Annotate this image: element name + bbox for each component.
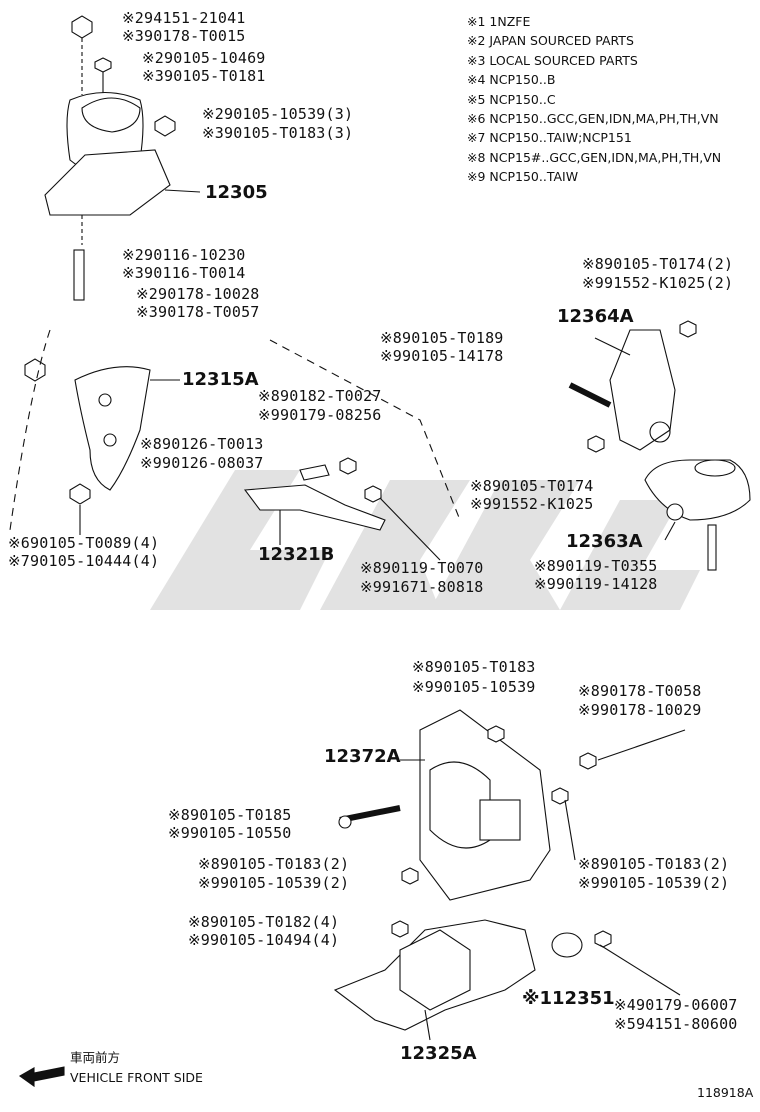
- part-number: ※890105-T0189: [380, 329, 504, 347]
- part-number: ※890105-T0174(2): [582, 255, 734, 273]
- part-number: ※990105-14178: [380, 347, 504, 365]
- part-number: ※890105-T0185: [168, 806, 292, 824]
- part-number: ※990119-14128: [534, 575, 658, 593]
- part-number: ※390105-T0183(3): [202, 124, 354, 142]
- legend-item: ※5 NCP150..C: [467, 91, 556, 107]
- legend-item: ※2 JAPAN SOURCED PARTS: [467, 33, 634, 49]
- part-number: ※112351: [522, 988, 615, 1009]
- legend-item: ※3 LOCAL SOURCED PARTS: [467, 52, 638, 68]
- part-number: ※290105-10469: [142, 49, 266, 67]
- part-number: 12305: [205, 182, 268, 203]
- legend-item: ※1 1NZFE: [467, 14, 531, 29]
- part-number: ※890178-T0058: [578, 682, 702, 700]
- part-number: ※690105-T0089(4): [8, 534, 160, 552]
- part-number: ※991671-80818: [360, 578, 484, 596]
- part-number: ※390178-T0057: [136, 303, 260, 321]
- part-number: ※790105-10444(4): [8, 552, 160, 570]
- front-arrow: [18, 1066, 65, 1088]
- part-number: ※390105-T0181: [142, 67, 266, 85]
- part-number: ※390178-T0015: [122, 27, 246, 45]
- part-number: ※990105-10550: [168, 824, 292, 842]
- part-number: ※890105-T0183(2): [578, 855, 730, 873]
- part-number: ※890105-T0183: [412, 658, 536, 676]
- part-number: ※990105-10494(4): [188, 931, 340, 949]
- part-number: ※890105-T0174: [470, 477, 594, 495]
- figure-number: 118918A: [697, 1085, 754, 1100]
- legend-item: ※9 NCP150..TAIW: [467, 169, 579, 185]
- bracket-12364A: [568, 320, 751, 571]
- part-number: ※990105-10539(2): [198, 874, 350, 892]
- part-number: ※290116-10230: [122, 246, 246, 264]
- part-number: 12372A: [324, 746, 401, 767]
- part-number: ※390116-T0014: [122, 264, 246, 282]
- part-number: ※890182-T0027: [258, 387, 382, 405]
- part-number: 12325A: [400, 1043, 477, 1064]
- part-number: ※990126-08037: [140, 454, 264, 472]
- part-number: ※290178-10028: [136, 285, 260, 303]
- part-number: ※990178-10029: [578, 701, 702, 719]
- part-number: ※990105-10539(2): [578, 874, 730, 892]
- legend-item: ※8 NCP15#..GCC,GEN,IDN,MA,PH,TH,VN: [467, 149, 722, 165]
- part-number: ※890105-T0183(2): [198, 855, 350, 873]
- watermark-graphic: [150, 470, 700, 610]
- part-number: ※890119-T0355: [534, 557, 658, 575]
- legend: ※1 1NZFE ※2 JAPAN SOURCED PARTS ※3 LOCAL…: [467, 12, 721, 187]
- part-number: ※990105-10539: [412, 678, 536, 696]
- part-number: 12364A: [557, 306, 634, 327]
- part-number: 12315A: [182, 369, 259, 390]
- part-number: 12321B: [258, 544, 335, 565]
- bracket-12321B: [243, 339, 461, 561]
- part-number: ※890105-T0182(4): [188, 913, 340, 931]
- part-number: ※890126-T0013: [140, 435, 264, 453]
- part-number: ※290105-10539(3): [202, 105, 354, 123]
- part-number: ※490179-06007: [614, 996, 738, 1014]
- legend-item: ※7 NCP150..TAIW;NCP151: [467, 130, 632, 146]
- part-number: ※890119-T0070: [360, 559, 484, 577]
- part-number: 12363A: [566, 531, 643, 552]
- legend-item: ※6 NCP150..GCC,GEN,IDN,MA,PH,TH,VN: [467, 111, 719, 127]
- part-number: ※294151-21041: [122, 9, 246, 27]
- part-number: ※991552-K1025(2): [582, 274, 734, 292]
- front-label-en: VEHICLE FRONT SIDE: [70, 1070, 203, 1085]
- front-label-jp: 車両前方: [70, 1050, 121, 1065]
- legend-item: ※4 NCP150..B: [467, 72, 556, 88]
- part-number: ※594151-80600: [614, 1015, 738, 1033]
- engine-mount-12305: [44, 15, 201, 245]
- part-number: ※991552-K1025: [470, 495, 594, 513]
- bracket-12372A: [338, 709, 686, 901]
- part-number: ※990179-08256: [258, 406, 382, 424]
- bracket-12315A: [9, 249, 180, 535]
- bracket-12325A: [333, 919, 681, 1041]
